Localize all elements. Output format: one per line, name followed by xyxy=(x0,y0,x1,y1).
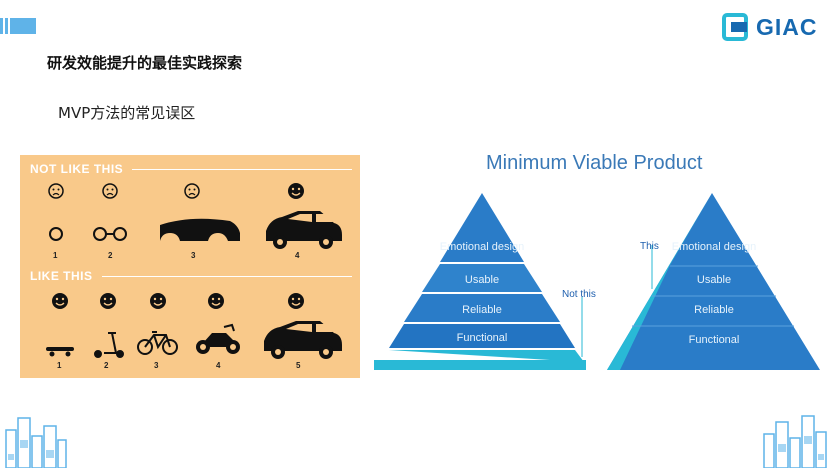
step-number: 4 xyxy=(295,251,300,260)
left-pyramid-top xyxy=(440,193,524,262)
section-divider xyxy=(102,276,352,277)
motorbike-icon xyxy=(196,323,240,354)
two-wheels-icon xyxy=(93,227,127,241)
skateboard-icon xyxy=(46,347,74,357)
subtitle: MVP方法的常见误区 xyxy=(58,104,196,122)
like-this-label: LIKE THIS xyxy=(30,269,93,283)
left-pyramid-usable xyxy=(422,264,542,292)
step-number: 5 xyxy=(296,361,301,370)
this-label: This xyxy=(640,241,659,252)
step-number: 3 xyxy=(154,361,159,370)
pyramid-label: Functional xyxy=(457,332,508,344)
not-this-label: Not this xyxy=(562,289,596,300)
section-divider xyxy=(132,169,352,170)
pyramid-label: Emotional design xyxy=(672,241,756,253)
mvp-comparison-illustration: NOT LIKE THIS xyxy=(20,155,360,378)
bicycle-icon xyxy=(137,331,178,355)
pyramid-label: Usable xyxy=(697,274,731,286)
decorative-buildings-right xyxy=(763,415,827,468)
step-number: 3 xyxy=(191,251,196,260)
decorative-buildings-left xyxy=(5,417,67,468)
corner-accent-bar xyxy=(0,18,36,34)
mvp-diagram-title: Minimum Viable Product xyxy=(486,152,703,174)
illustration-icons xyxy=(46,183,342,359)
pyramid-label: Reliable xyxy=(462,304,502,316)
step-number: 2 xyxy=(104,361,109,370)
giac-logo-icon xyxy=(722,13,748,41)
pyramid-label: Usable xyxy=(465,274,499,286)
car-body-icon xyxy=(160,218,240,241)
step-number: 1 xyxy=(53,251,58,260)
left-pyramid-reliable xyxy=(404,294,560,322)
step-number: 2 xyxy=(108,251,113,260)
happy-face-icon xyxy=(288,183,304,199)
not-like-this-label: NOT LIKE THIS xyxy=(30,162,124,176)
step-number: 1 xyxy=(57,361,62,370)
pyramid-label: Functional xyxy=(689,334,740,346)
giac-logo: GIAC xyxy=(722,12,827,44)
logo-text: GIAC xyxy=(756,14,818,40)
pyramid-label: Emotional design xyxy=(440,241,524,253)
happy-faces-row xyxy=(52,293,304,309)
wheel-icon xyxy=(49,227,63,241)
page-title: 研发效能提升的最佳实践探索 xyxy=(47,54,243,72)
left-pyramid-functional xyxy=(389,324,575,348)
sad-face-features xyxy=(52,188,196,191)
sad-face-icon xyxy=(48,183,200,199)
scooter-icon xyxy=(94,332,124,358)
step-number: 4 xyxy=(216,361,221,370)
pyramid-label: Reliable xyxy=(694,304,734,316)
mvp-pyramids: Emotional design Usable Reliable Functio… xyxy=(374,193,820,370)
